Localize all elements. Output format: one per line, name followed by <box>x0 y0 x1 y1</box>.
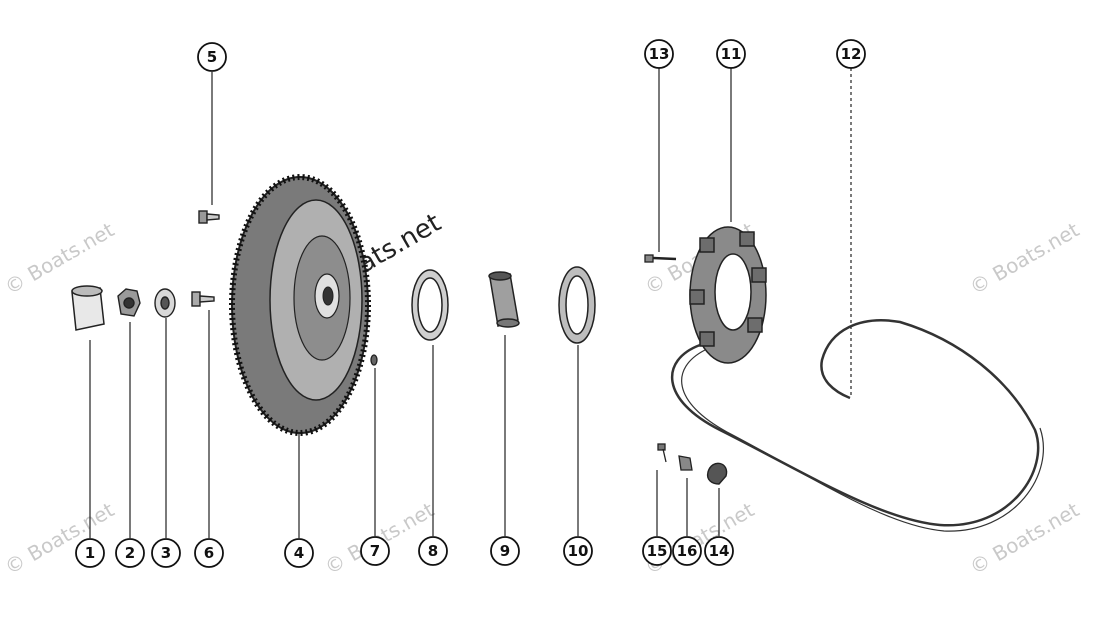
callout-3: 3 <box>151 538 181 568</box>
svg-text:1: 1 <box>85 544 95 562</box>
callout-8: 8 <box>418 536 448 566</box>
callout-16: 16 <box>672 536 702 566</box>
watermark-bottom-left: © Boats.net <box>1 497 119 579</box>
watermark-bottom-right: © Boats.net <box>966 497 1084 579</box>
callout-6: 6 <box>194 538 224 568</box>
callout-10: 10 <box>563 536 593 566</box>
callout-1: 1 <box>75 538 105 568</box>
svg-text:16: 16 <box>677 542 698 560</box>
svg-text:10: 10 <box>568 542 589 560</box>
svg-text:7: 7 <box>370 542 380 560</box>
svg-text:4: 4 <box>294 544 304 562</box>
watermark-layer: © Boats.net © Boats.net © Boats.net © Bo… <box>1 217 1084 579</box>
callout-4: 4 <box>284 538 314 568</box>
svg-text:14: 14 <box>709 542 730 560</box>
svg-text:12: 12 <box>841 45 862 63</box>
part-12-wire-harness <box>670 319 1044 532</box>
part-1-sleeve <box>71 285 105 331</box>
part-9-bearing <box>488 271 520 328</box>
svg-text:3: 3 <box>161 544 171 562</box>
callout-15: 15 <box>642 536 672 566</box>
callout-12: 12 <box>836 39 866 69</box>
part-7-key <box>370 354 378 366</box>
part-13-screw <box>644 254 677 263</box>
callout-13: 13 <box>644 39 674 69</box>
part-4-flywheel <box>229 174 371 436</box>
part-10-washer <box>558 266 596 344</box>
part-8-washer <box>411 269 449 341</box>
part-3-washer <box>154 288 176 318</box>
watermark-top-right: © Boats.net <box>966 217 1084 299</box>
part-16-clip <box>678 455 693 471</box>
callout-5: 5 <box>197 42 227 72</box>
svg-text:6: 6 <box>204 544 214 562</box>
svg-text:11: 11 <box>721 45 742 63</box>
callouts: 1 2 3 6 5 4 7 8 9 10 13 11 12 15 16 14 <box>75 39 866 568</box>
callout-9: 9 <box>490 536 520 566</box>
callout-2: 2 <box>115 538 145 568</box>
svg-text:13: 13 <box>649 45 670 63</box>
part-15-screw <box>657 443 667 463</box>
callout-14: 14 <box>704 536 734 566</box>
part-11-stator <box>689 226 767 364</box>
svg-text:9: 9 <box>500 542 510 560</box>
part-6-screw <box>191 291 215 307</box>
svg-text:5: 5 <box>207 48 217 66</box>
part-14-clamp <box>706 462 728 485</box>
watermark-top-left: © Boats.net <box>1 217 119 299</box>
callout-11: 11 <box>716 39 746 69</box>
svg-text:15: 15 <box>647 542 668 560</box>
part-5-screw <box>198 210 220 224</box>
callout-7: 7 <box>360 536 390 566</box>
leader-lines <box>89 68 852 538</box>
part-2-nut <box>117 288 141 317</box>
svg-text:2: 2 <box>125 544 135 562</box>
svg-text:8: 8 <box>428 542 438 560</box>
